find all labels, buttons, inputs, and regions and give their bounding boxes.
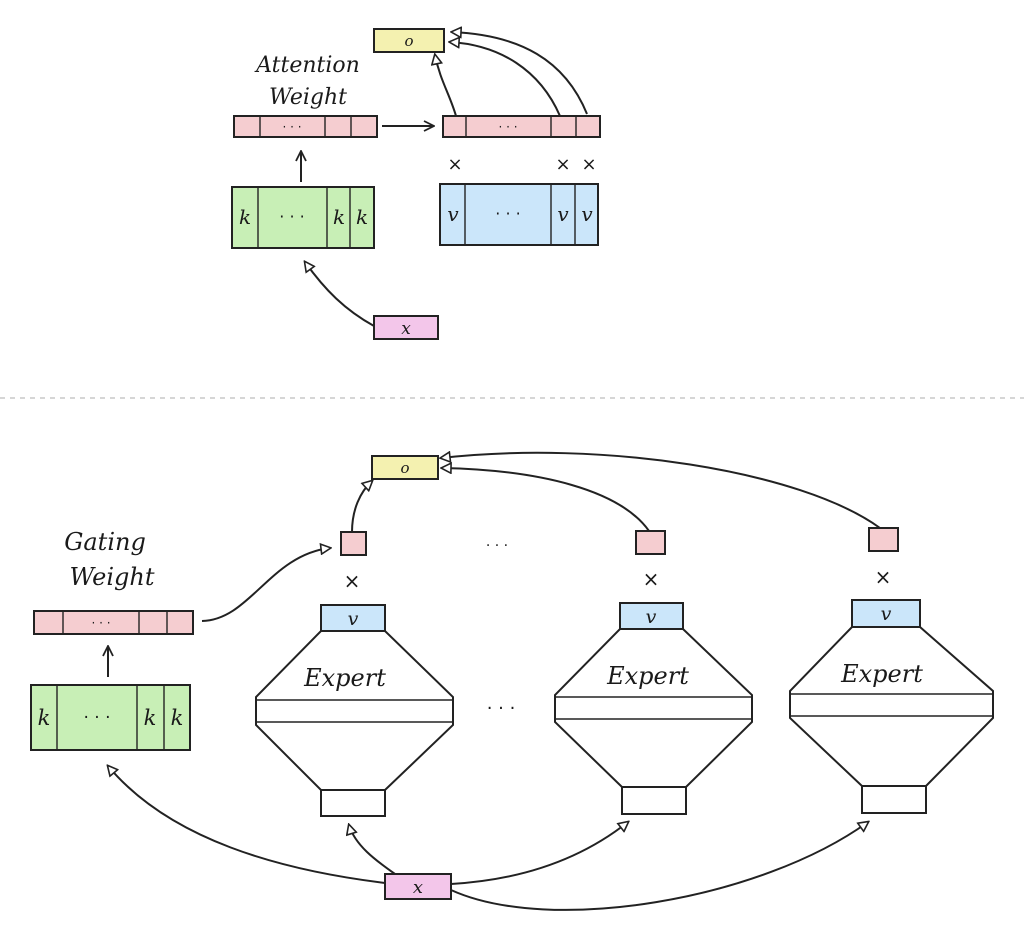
attention-key-3: k bbox=[356, 205, 368, 229]
attention-output-rect bbox=[373, 28, 445, 53]
attention-value-3: v bbox=[581, 202, 593, 226]
expert2-value-symbol: v bbox=[646, 606, 657, 628]
attention-times-1: × bbox=[447, 154, 462, 175]
attention-key-1: k bbox=[239, 205, 251, 229]
attention-weight-ellipsis: · · · bbox=[282, 120, 301, 134]
moe-output-symbol: o bbox=[400, 459, 409, 477]
moe-key-3: k bbox=[171, 706, 184, 730]
moe-keys-ellipsis: · · · bbox=[83, 708, 110, 728]
attention-times-3: × bbox=[581, 154, 596, 175]
expert1-value-symbol: v bbox=[348, 608, 359, 630]
attention-values-rect bbox=[439, 183, 599, 246]
attention-output-symbol: o bbox=[404, 32, 413, 50]
attention-weight-vector: · · · bbox=[233, 115, 378, 138]
attention-sum-arrow-3 bbox=[452, 32, 588, 115]
expert3-value-symbol: v bbox=[881, 603, 892, 625]
expert2-name: Expert bbox=[606, 662, 689, 690]
attention-query-box: x bbox=[373, 315, 439, 340]
moe-query-symbol: x bbox=[413, 877, 423, 898]
attention-times-2: × bbox=[555, 154, 570, 175]
expert2-times: × bbox=[643, 567, 660, 591]
expert1-input-box bbox=[320, 789, 386, 817]
attention-sum-arrow-1 bbox=[435, 55, 457, 117]
moe-key-1: k bbox=[38, 706, 51, 730]
expert1-to-output-arrow bbox=[351, 481, 372, 533]
gating-weight-vector: · · · bbox=[33, 610, 194, 635]
attention-query-to-keys-arrow bbox=[305, 262, 375, 327]
attention-keys-matrix: k · · · k k bbox=[231, 186, 375, 249]
moe-query-box: x bbox=[384, 873, 452, 900]
attention-weight-rect bbox=[233, 115, 378, 138]
moe-query-to-expert3-arrow bbox=[450, 822, 868, 911]
expert1-times: × bbox=[344, 569, 361, 593]
expert3-times: × bbox=[875, 565, 892, 589]
expert3-body bbox=[789, 626, 994, 787]
expert3-name: Expert bbox=[840, 660, 923, 688]
expert3-weight-cell bbox=[868, 527, 899, 552]
attention-key-2: k bbox=[333, 205, 345, 229]
expert2-body bbox=[554, 628, 753, 788]
attention-sum-arrow-2 bbox=[450, 42, 561, 117]
attention-query-symbol: x bbox=[401, 319, 411, 339]
moe-query-to-keys-arrow bbox=[108, 766, 386, 884]
expert3-input-box bbox=[861, 785, 927, 814]
expert2-input-box bbox=[621, 786, 687, 815]
gating-weight-ellipsis: · · · bbox=[91, 616, 110, 630]
gating-weight-label-line1: Gating bbox=[64, 528, 146, 556]
attention-scaled-ellipsis: · · · bbox=[498, 120, 517, 134]
moe-weights-ellipsis: · · · bbox=[486, 538, 508, 554]
attention-values-ellipsis: · · · bbox=[495, 204, 520, 223]
expert-1: v Expert bbox=[255, 604, 454, 817]
attention-values-matrix: v · · · v v bbox=[439, 183, 599, 246]
attention-query-rect bbox=[373, 315, 439, 340]
moe-output-box: o bbox=[371, 455, 439, 480]
gating-to-expert1-weight-arrow bbox=[201, 548, 330, 622]
expert1-name: Expert bbox=[303, 664, 386, 692]
experts-ellipsis: · · · bbox=[487, 698, 516, 719]
expert2-weight-cell bbox=[635, 530, 666, 555]
attention-value-2: v bbox=[557, 202, 569, 226]
moe-section: o Gating Weight · · · k · · · k k bbox=[30, 453, 994, 911]
attention-section: o Attention Weight · · · · · · × × bbox=[231, 28, 601, 340]
expert-3: v Expert bbox=[789, 599, 994, 814]
expert1-weight-cell bbox=[340, 531, 367, 556]
moe-output-rect bbox=[371, 455, 439, 480]
attention-output-box: o bbox=[373, 28, 445, 53]
attention-scaled-vector: · · · bbox=[442, 115, 601, 138]
expert-2: v Expert bbox=[554, 602, 753, 815]
attention-weight-label-line1: Attention bbox=[254, 53, 360, 78]
attention-value-1: v bbox=[447, 202, 459, 226]
expert2-to-output-arrow bbox=[442, 468, 650, 532]
moe-query-to-expert1-arrow bbox=[349, 825, 396, 875]
gating-weight-label-line2: Weight bbox=[69, 563, 154, 591]
expert1-body bbox=[255, 630, 454, 791]
moe-keys-matrix: k · · · k k bbox=[30, 684, 191, 751]
gating-weight-rect bbox=[33, 610, 194, 635]
attention-weight-label-line2: Weight bbox=[269, 85, 347, 110]
attention-scaled-rect bbox=[442, 115, 601, 138]
moe-query-rect bbox=[384, 873, 452, 900]
expert3-to-output-arrow bbox=[441, 453, 881, 529]
expert2-value-box bbox=[619, 602, 684, 630]
moe-query-to-expert2-arrow bbox=[450, 822, 628, 885]
attention-keys-ellipsis: · · · bbox=[279, 207, 304, 226]
moe-key-2: k bbox=[144, 706, 157, 730]
